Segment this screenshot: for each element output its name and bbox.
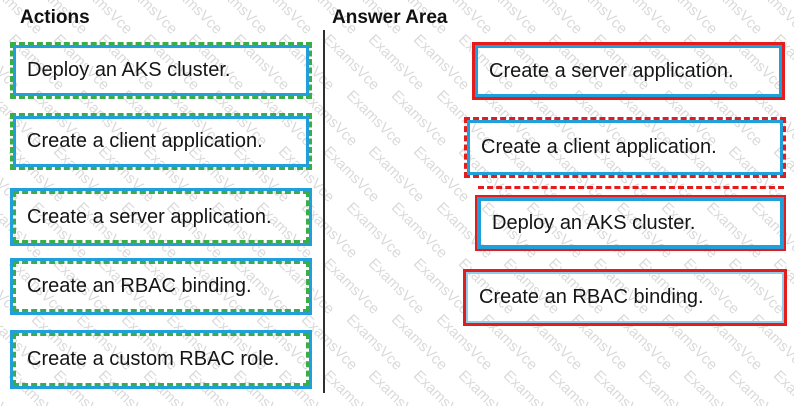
watermark-text: ExamsVce [544, 367, 608, 406]
action-box-label: Create a server application. [27, 205, 272, 228]
watermark-text: ExamsVce [589, 367, 653, 406]
watermark-text: ExamsVce [0, 87, 1, 150]
action-box[interactable]: Create a client application. [10, 113, 312, 170]
watermark-text: ExamsVce [477, 0, 541, 38]
answer-area-header: Answer Area [332, 7, 448, 28]
action-box-label: Create a client application. [27, 130, 263, 152]
watermark-text: ExamsVce [342, 199, 406, 262]
watermark-text: ExamsVce [702, 0, 766, 38]
action-box-inner: Create a custom RBAC role. [13, 333, 309, 386]
watermark-text: ExamsVce [252, 0, 316, 38]
watermark-text: ExamsVce [319, 367, 383, 406]
answer-box-label: Create a client application. [481, 136, 717, 158]
watermark-text: ExamsVce [634, 367, 698, 406]
watermark-text: ExamsVce [454, 367, 518, 406]
action-box-inner: Deploy an AKS cluster. [13, 45, 309, 96]
answer-box[interactable]: Create a server application. [472, 42, 785, 100]
watermark-text: ExamsVce [364, 367, 428, 406]
action-box[interactable]: Create an RBAC binding. [10, 258, 312, 315]
answer-box-label: Deploy an AKS cluster. [492, 211, 696, 234]
watermark-text: ExamsVce [342, 87, 406, 150]
watermark-text: ExamsVce [319, 255, 383, 318]
action-box-inner: Create an RBAC binding. [13, 261, 309, 312]
watermark-text: ExamsVce [162, 0, 226, 38]
watermark-text: ExamsVce [387, 87, 451, 150]
answer-box-inner: Create an RBAC binding. [466, 272, 784, 323]
watermark-text: ExamsVce [769, 367, 794, 406]
answer-box-inner: Deploy an AKS cluster. [477, 197, 784, 249]
watermark-text: ExamsVce [319, 31, 383, 94]
watermark-text: ExamsVce [724, 367, 788, 406]
watermark-text: ExamsVce [364, 143, 428, 206]
watermark-text: ExamsVce [117, 0, 181, 38]
action-box[interactable]: Create a server application. [10, 188, 312, 246]
action-box-label: Create an RBAC binding. [27, 275, 252, 297]
watermark-text: ExamsVce [387, 199, 451, 262]
watermark-text: ExamsVce [387, 311, 451, 374]
watermark-text: ExamsVce [567, 0, 631, 38]
column-divider [323, 30, 325, 393]
answer-box-inner: Create a client application. [467, 120, 783, 175]
watermark-text: ExamsVce [612, 0, 676, 38]
answer-box[interactable]: Create a client application. [464, 117, 786, 178]
watermark-text: ExamsVce [747, 0, 794, 38]
actions-header: Actions [20, 7, 90, 28]
answer-box-inner: Create a server application. [475, 45, 782, 97]
watermark-text: ExamsVce [499, 367, 563, 406]
action-box-inner: Create a client application. [13, 116, 309, 167]
watermark-text: ExamsVce [364, 255, 428, 318]
watermark-text: ExamsVce [207, 0, 271, 38]
action-box-label: Create a custom RBAC role. [27, 348, 280, 370]
answer-box-label: Create a server application. [489, 59, 734, 82]
action-box-label: Deploy an AKS cluster. [27, 59, 231, 81]
watermark-text: ExamsVce [0, 199, 1, 262]
watermark-text: ExamsVce [409, 31, 473, 94]
watermark-text: ExamsVce [0, 0, 1, 38]
answer-box[interactable]: Create an RBAC binding. [463, 269, 787, 326]
action-box[interactable]: Create a custom RBAC role. [10, 330, 312, 389]
dashed-red-line [478, 186, 784, 189]
answer-box[interactable]: Deploy an AKS cluster. [475, 195, 786, 251]
action-box-inner: Create a server application. [13, 191, 309, 243]
watermark-text: ExamsVce [657, 0, 721, 38]
watermark-text: ExamsVce [522, 0, 586, 38]
watermark-text: ExamsVce [342, 311, 406, 374]
watermark-text: ExamsVce [409, 367, 473, 406]
watermark-text: ExamsVce [364, 31, 428, 94]
watermark-text: ExamsVce [679, 367, 743, 406]
answer-box-label: Create an RBAC binding. [479, 286, 704, 308]
action-box[interactable]: Deploy an AKS cluster. [10, 42, 312, 99]
watermark-text: ExamsVce [0, 311, 1, 374]
watermark-text: ExamsVce [319, 143, 383, 206]
